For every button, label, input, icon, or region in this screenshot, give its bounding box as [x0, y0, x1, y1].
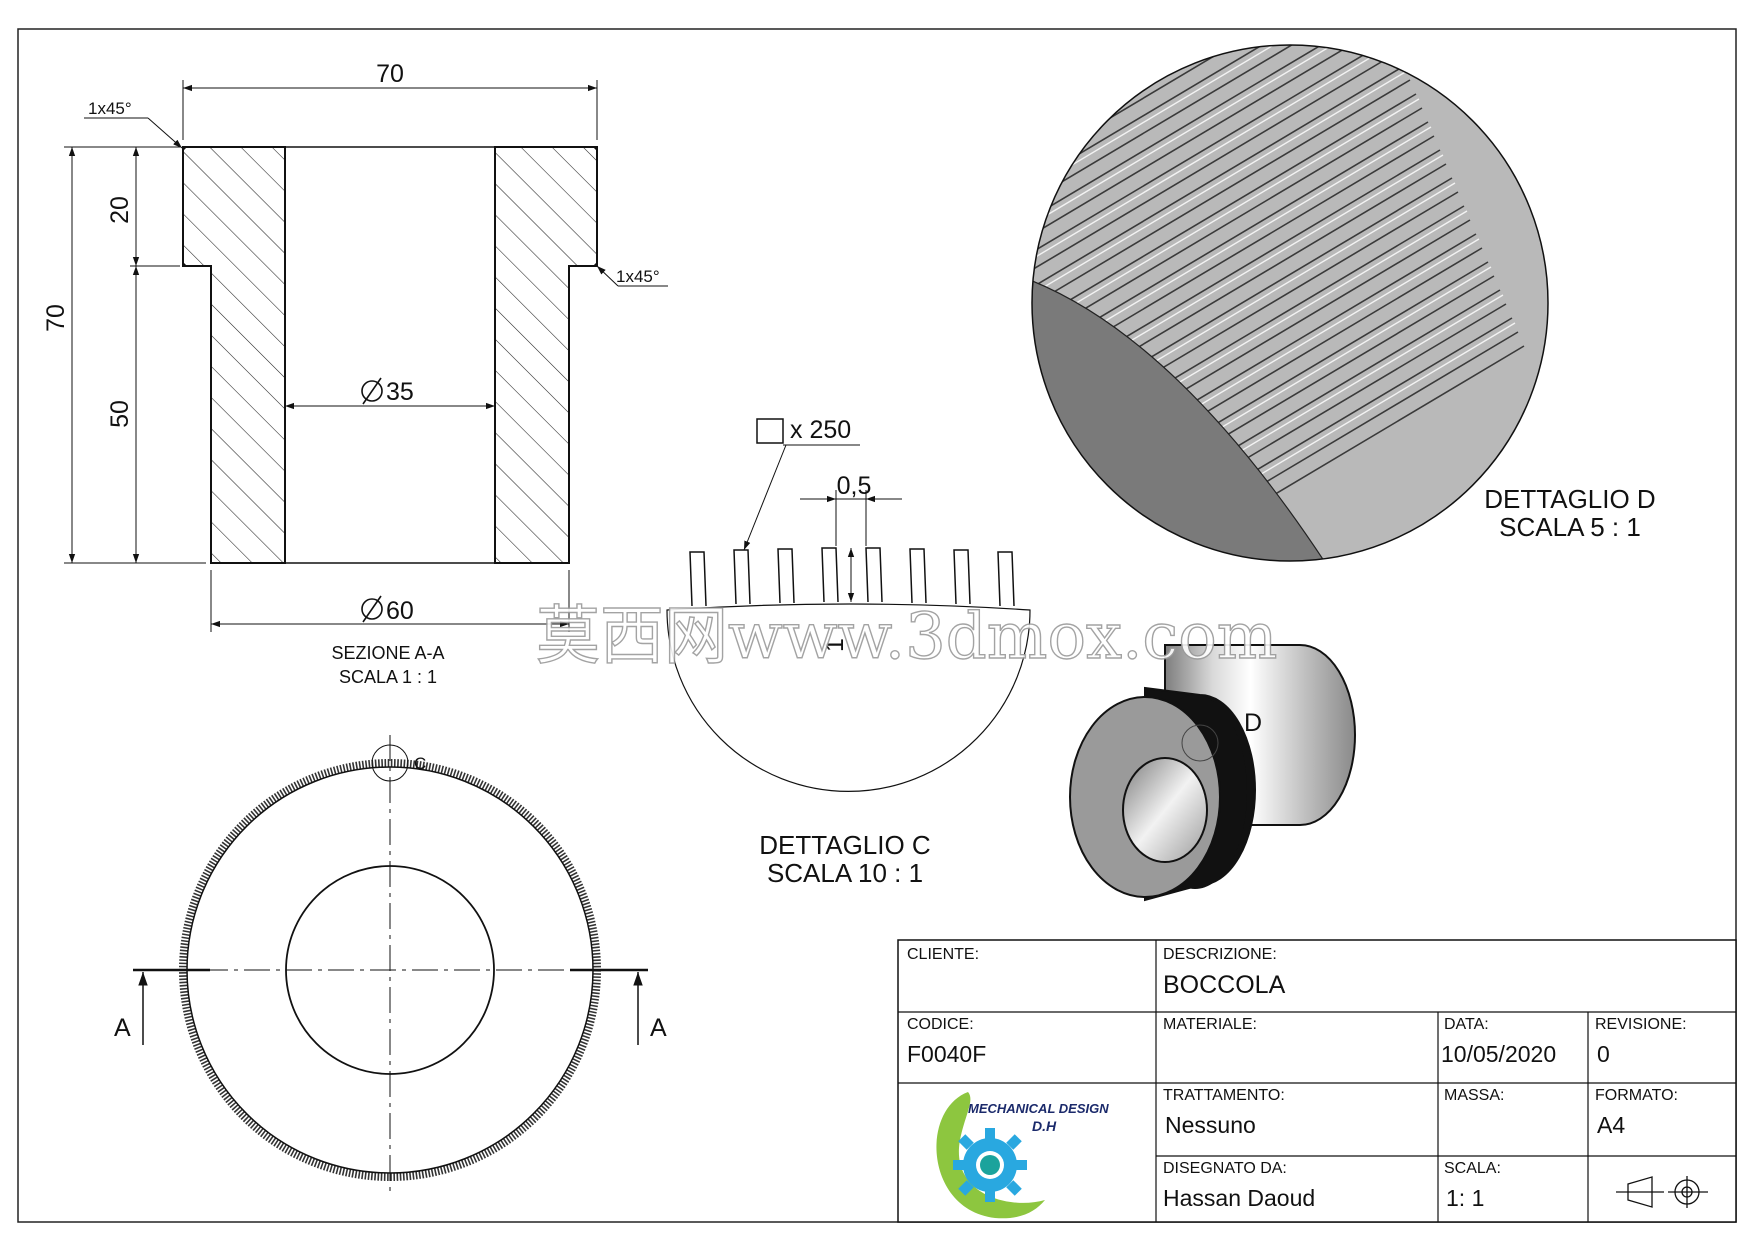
- dim-top-height: 20: [106, 196, 134, 224]
- section-left-wall: [182, 146, 286, 564]
- codice-value: F0040F: [907, 1041, 986, 1067]
- sheet-border: [17, 28, 1737, 1223]
- knurl-count-box-icon: [756, 418, 784, 444]
- formato-label: FORMATO:: [1595, 1087, 1678, 1104]
- dim-overall-height: 70: [42, 304, 70, 332]
- disegnato-label: DISEGNATO DA:: [1163, 1160, 1287, 1177]
- detail-c-marker-circle: [371, 744, 409, 782]
- dim-outer-dia: 60: [386, 597, 414, 625]
- descrizione-value: BOCCOLA: [1163, 971, 1286, 999]
- projection-symbol-icon: [1616, 1176, 1708, 1208]
- dim-pitch: 0,5: [837, 472, 872, 500]
- descrizione-label: DESCRIZIONE:: [1163, 946, 1277, 963]
- isometric-view: D: [1069, 644, 1356, 902]
- detail-d-view: DETTAGLIO D SCALA 5 : 1: [1031, 44, 1656, 562]
- detail-c-teeth: [689, 547, 1015, 607]
- disegnato-value: Hassan Daoud: [1163, 1185, 1315, 1211]
- chamfer-top-left-label: 1x45°: [88, 99, 132, 118]
- revisione-value: 0: [1597, 1041, 1610, 1067]
- section-caption-line2: SCALA 1 : 1: [339, 667, 437, 687]
- scala-label: SCALA:: [1444, 1160, 1501, 1177]
- revisione-label: REVISIONE:: [1595, 1016, 1687, 1033]
- company-logo: MECHANICAL DESIGN D.H: [936, 1092, 1109, 1219]
- detail-d-title-line2: SCALA 5 : 1: [1499, 512, 1641, 542]
- section-view-a-a: 70 1x45° 1x45° 70 20 50 35 60: [42, 60, 668, 687]
- cliente-label: CLIENTE:: [907, 946, 979, 963]
- dim-overall-width: 70: [376, 60, 404, 88]
- iso-bore: [1122, 757, 1208, 863]
- dim-bore: 35: [386, 378, 414, 406]
- dim-depth: 1: [821, 638, 849, 652]
- knurl-callout: x 250: [790, 416, 851, 444]
- formato-value: A4: [1597, 1112, 1625, 1138]
- detail-c-marker: C: [414, 754, 426, 773]
- materiale-label: MATERIALE:: [1163, 1016, 1257, 1033]
- detail-c-title-line1: DETTAGLIO C: [759, 830, 930, 860]
- detail-d-marker: D: [1244, 709, 1262, 737]
- watermark: 莫西网www.3dmox.com: [536, 600, 1278, 674]
- detail-c-view: x 250 0,5 1 DETTAGLIO C SCALA 10 : 1: [666, 416, 1031, 888]
- logo-line2: D.H: [1032, 1118, 1057, 1134]
- gear-icon: [953, 1128, 1027, 1202]
- diameter-symbol-icon: [361, 595, 383, 623]
- diameter-symbol-icon: [361, 377, 383, 405]
- title-block: CLIENTE: DESCRIZIONE: BOCCOLA CODICE: F0…: [897, 939, 1737, 1223]
- section-right-wall: [494, 146, 598, 564]
- dim-bottom-height: 50: [106, 400, 134, 428]
- trattamento-label: TRATTAMENTO:: [1163, 1087, 1285, 1104]
- detail-c-title-line2: SCALA 10 : 1: [767, 858, 923, 888]
- detail-c-arc: [666, 603, 1031, 793]
- codice-label: CODICE:: [907, 1016, 974, 1033]
- data-value: 10/05/2020: [1441, 1041, 1556, 1067]
- section-mark-left: A: [114, 1014, 131, 1042]
- massa-label: MASSA:: [1444, 1087, 1504, 1104]
- detail-d-title-line1: DETTAGLIO D: [1484, 484, 1655, 514]
- trattamento-value: Nessuno: [1165, 1112, 1256, 1138]
- section-mark-right: A: [650, 1014, 667, 1042]
- section-caption-line1: SEZIONE A-A: [331, 643, 444, 663]
- scala-value: 1: 1: [1446, 1185, 1484, 1211]
- logo-line1: MECHANICAL DESIGN: [968, 1101, 1109, 1116]
- chamfer-right-label: 1x45°: [616, 267, 660, 286]
- front-view: C A A: [114, 735, 667, 1195]
- data-label: DATA:: [1444, 1016, 1489, 1033]
